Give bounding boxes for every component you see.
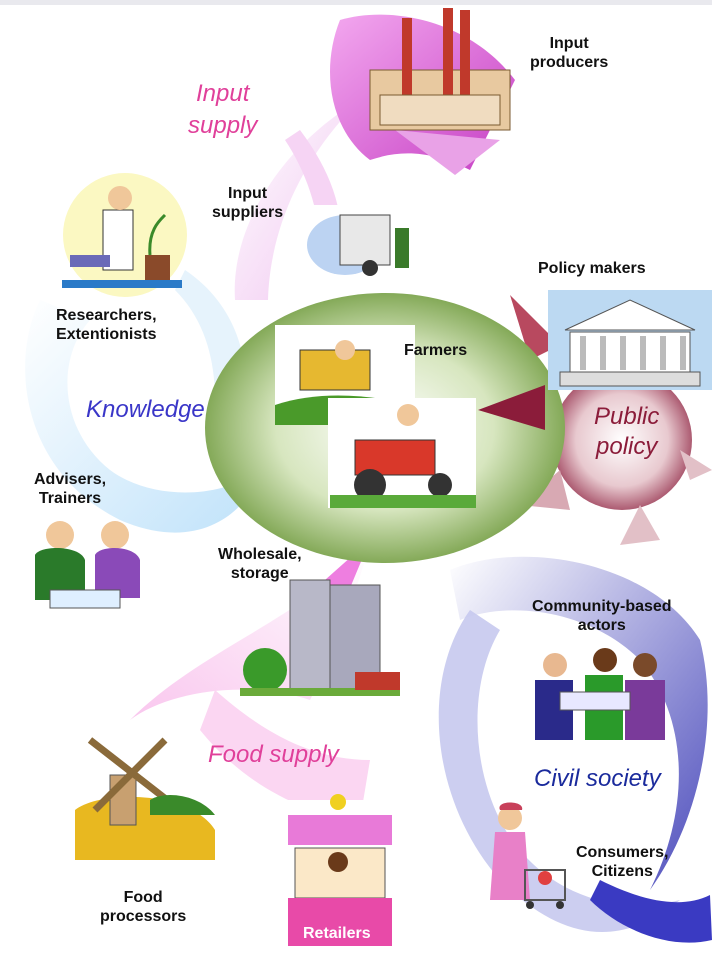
knowledge-label: Knowledge bbox=[86, 396, 205, 423]
researchers-label: Researchers, Extentionists bbox=[56, 307, 157, 343]
public-policy-sun bbox=[490, 295, 712, 545]
input-producers-label: Input producers bbox=[530, 35, 609, 71]
government-building-icon bbox=[548, 290, 712, 390]
farmers-label: Farmers bbox=[404, 342, 468, 359]
community-actors-label: Community-based actors bbox=[532, 598, 672, 634]
silos-icon bbox=[240, 579, 400, 696]
policy-arrow bbox=[478, 385, 545, 430]
truck-icon bbox=[305, 205, 415, 285]
advisers-label: Advisers, Trainers bbox=[34, 471, 107, 507]
input-suppliers-label: Input suppliers bbox=[212, 185, 284, 221]
advisers-icon bbox=[35, 521, 140, 609]
input-supply-label: Input supply bbox=[188, 80, 258, 139]
scientist-icon bbox=[62, 173, 187, 297]
food-supply-label: Food supply bbox=[208, 741, 339, 768]
tractor-icon bbox=[328, 398, 476, 508]
retailers-label: Retailers bbox=[303, 925, 371, 942]
windmill-icon bbox=[75, 737, 215, 860]
public-policy-label: Public policy bbox=[594, 403, 660, 460]
policy-makers-label: Policy makers bbox=[538, 260, 646, 277]
shopper-icon bbox=[490, 802, 566, 909]
wholesale-label: Wholesale, storage bbox=[218, 546, 302, 582]
food-processors-label: Food processors bbox=[100, 889, 187, 925]
market-stall-icon bbox=[285, 794, 395, 948]
top-edge bbox=[0, 0, 712, 5]
factory-icon bbox=[369, 8, 511, 131]
community-actors-icon bbox=[535, 648, 665, 740]
civil-society-label: Civil society bbox=[534, 765, 661, 792]
consumers-label: Consumers, Citizens bbox=[576, 844, 669, 880]
